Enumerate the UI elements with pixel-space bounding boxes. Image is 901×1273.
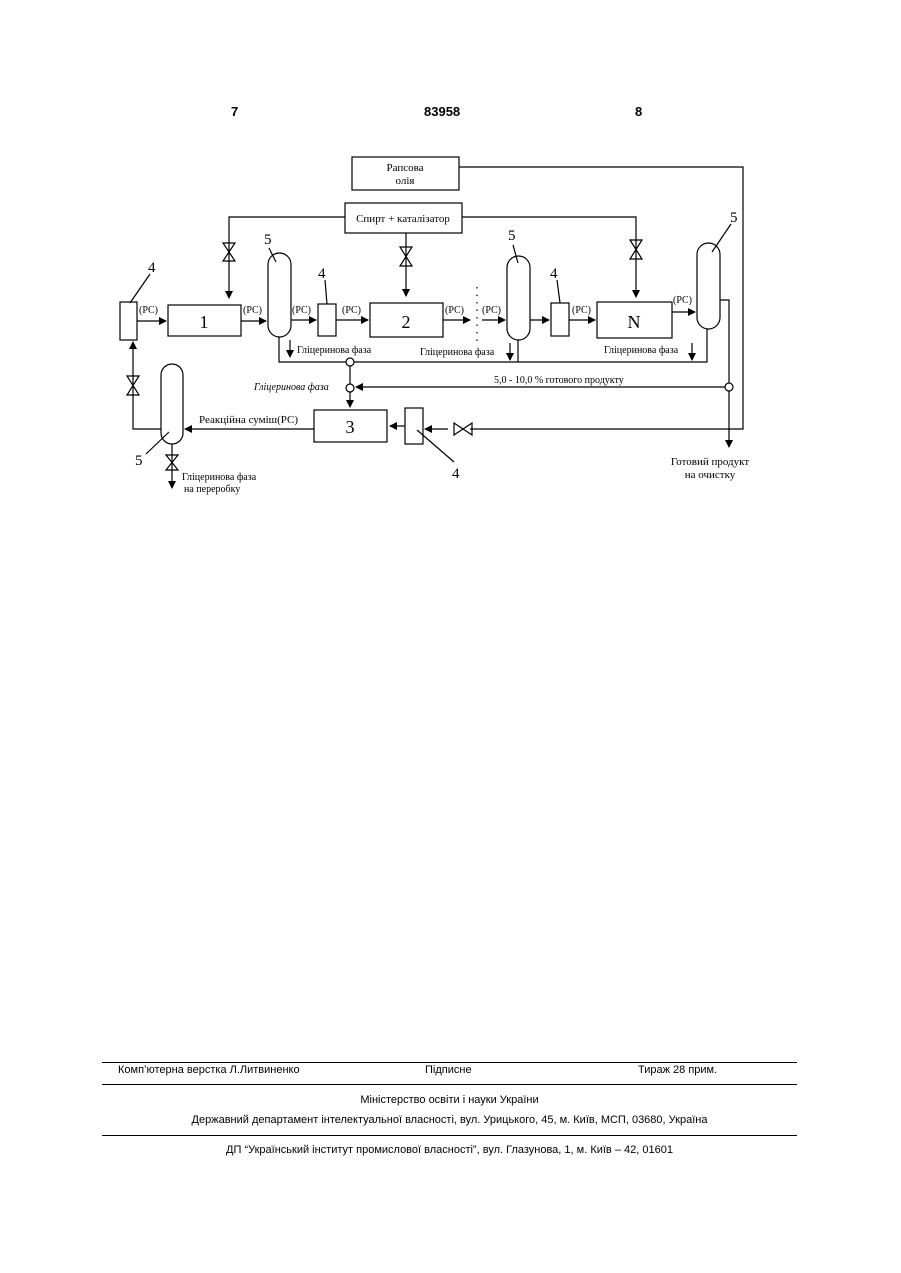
process-flow-diagram: Рапсова олія Спирт + каталізатор 1 2 N 3… (0, 0, 901, 520)
circulation-note: Тираж 28 прим. (638, 1064, 717, 1076)
rapeseed-oil-label: олія (396, 175, 415, 187)
finished-product-label: Готовий продукт (671, 456, 749, 468)
recycle-label: 5,0 - 10,0 % готового продукту (494, 375, 624, 386)
unit-4-a (318, 304, 336, 336)
separator-5-d (161, 364, 183, 444)
label-5: 5 (508, 228, 516, 244)
rs-label: (РС) (445, 305, 464, 316)
alcohol-catalyst-label: Спирт + каталізатор (356, 213, 450, 225)
institute-line: ДП “Український інститут промислової вла… (102, 1144, 797, 1156)
rs-label: (РС) (673, 295, 692, 306)
footer-rule (102, 1135, 797, 1136)
signed-note: Підписне (425, 1064, 472, 1076)
valve-icon (454, 423, 472, 435)
unit-4-b (551, 303, 569, 336)
label-5: 5 (135, 453, 143, 469)
footer-rule (102, 1084, 797, 1085)
reactor-n-label: N (628, 312, 641, 332)
label-4: 4 (318, 266, 326, 282)
layout-credit: Комп’ютерна верстка Л.Литвиненко (118, 1064, 300, 1076)
glycerol-phase-label: Гліцеринова фаза (253, 382, 329, 393)
glycerol-phase-label: Гліцеринова фаза (420, 347, 495, 358)
separator-5-a (268, 253, 291, 337)
rs-label: (РС) (342, 305, 361, 316)
label-4: 4 (550, 266, 558, 282)
finished-product-label: на очистку (685, 469, 736, 481)
glycerol-processing-label: на переробку (184, 484, 240, 495)
rs-label: (РС) (139, 305, 158, 316)
label-4: 4 (452, 466, 460, 482)
separator-5-b (507, 256, 530, 340)
label-5: 5 (264, 232, 272, 248)
label-5: 5 (730, 210, 738, 226)
rs-label: (РС) (292, 305, 311, 316)
rapeseed-oil-label: Рапсова (386, 162, 423, 174)
label-4: 4 (148, 260, 156, 276)
glycerol-processing-label: Гліцеринова фаза (182, 472, 257, 483)
rs-label: (РС) (243, 305, 262, 316)
reactor-1-label: 1 (200, 312, 209, 332)
rs-label: (РС) (572, 305, 591, 316)
junction-node (346, 358, 354, 366)
separator-5-c (697, 243, 720, 329)
department-line: Державний департамент інтелектуальної вл… (102, 1114, 797, 1126)
glycerol-phase-label: Гліцеринова фаза (297, 345, 372, 356)
footer-rule (102, 1062, 797, 1063)
unit-4-left (120, 302, 137, 340)
glycerol-phase-label: Гліцеринова фаза (604, 345, 679, 356)
reactor-2-label: 2 (402, 312, 411, 332)
junction-node (346, 384, 354, 392)
rs-label: (РС) (482, 305, 501, 316)
unit-4-bottom (405, 408, 423, 444)
reaction-mixture-label: Реакційна суміш(РС) (199, 414, 298, 426)
junction-node (725, 383, 733, 391)
ministry-line: Міністерство освіти і науки України (102, 1094, 797, 1106)
reactor-3-label: 3 (346, 417, 355, 437)
